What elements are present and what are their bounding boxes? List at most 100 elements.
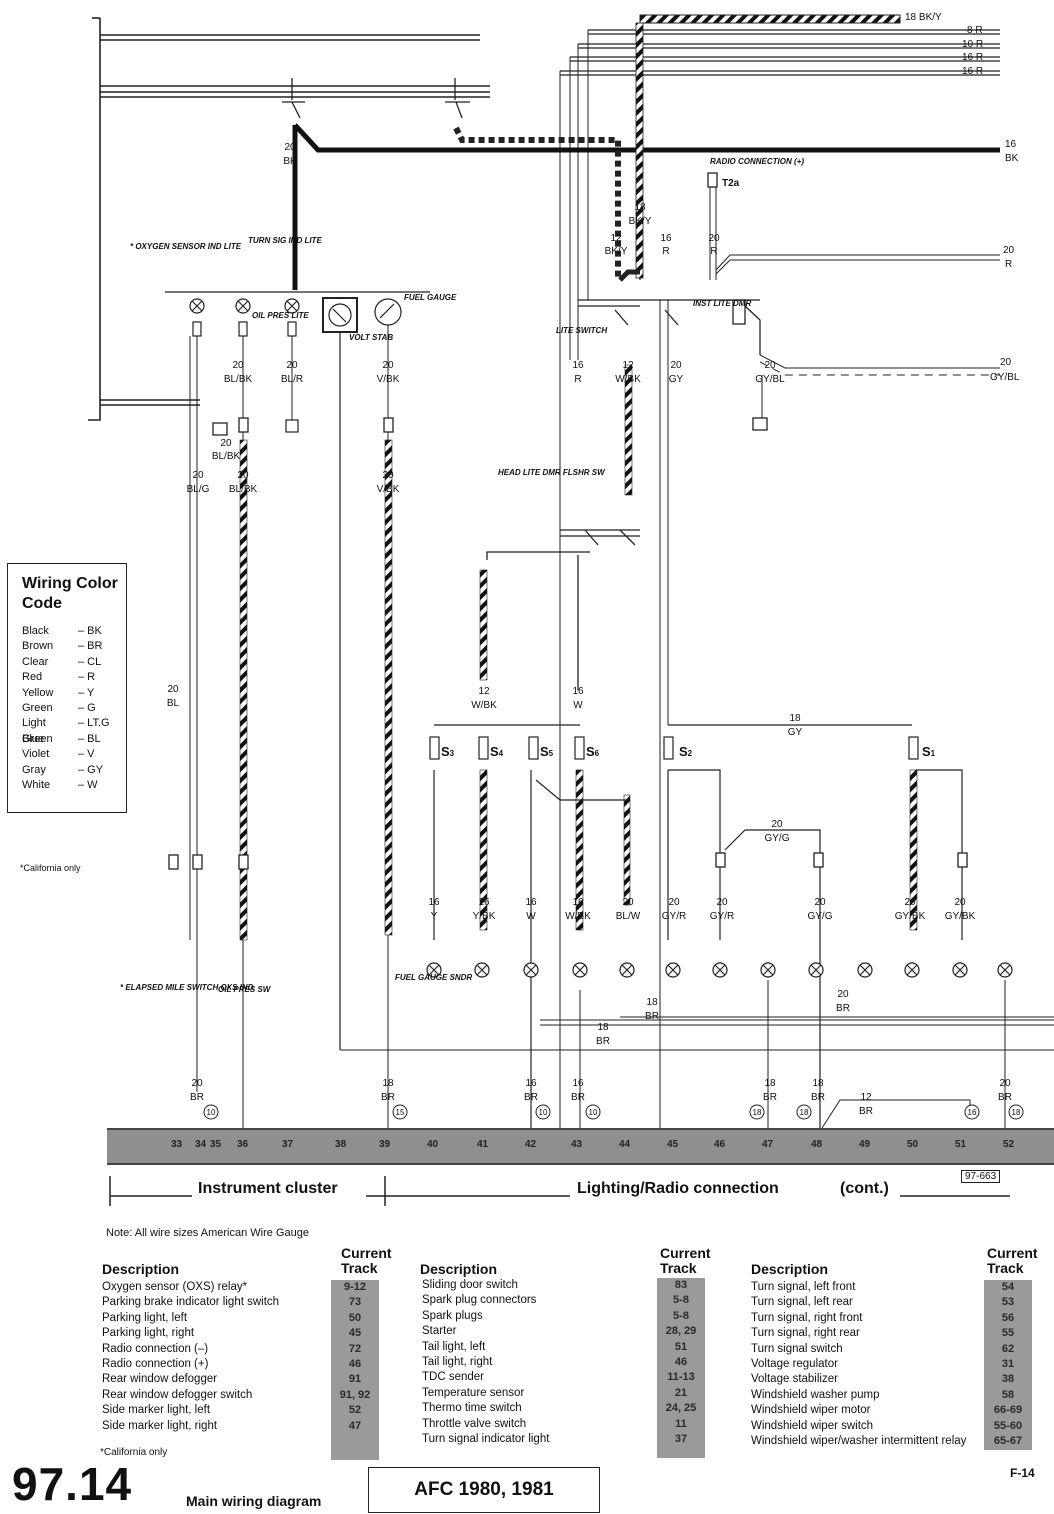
gy-bl-wire bbox=[759, 354, 1000, 418]
track-item: 47 bbox=[348, 1419, 362, 1432]
svg-text:W/BK: W/BK bbox=[615, 374, 641, 385]
lite-switch-label: LITE SWITCH bbox=[556, 326, 607, 335]
track-item: 54 bbox=[1001, 1281, 1015, 1293]
description-item: Starter bbox=[422, 1325, 457, 1338]
oil-pres-sw-label: OIL PRES SW bbox=[218, 985, 272, 994]
svg-text:BR: BR bbox=[571, 1092, 585, 1103]
description-item: Spark plug connectors bbox=[422, 1294, 537, 1307]
description-item: Turn signal, right rear bbox=[751, 1327, 860, 1340]
color-code-row: Yellow– Y bbox=[22, 686, 126, 701]
fuse-bank bbox=[429, 724, 963, 1128]
track-item: 72 bbox=[348, 1342, 362, 1355]
color-abbrev: – Y bbox=[78, 686, 95, 699]
svg-text:20: 20 bbox=[814, 897, 826, 908]
svg-text:18: 18 bbox=[764, 1078, 776, 1089]
section-divider bbox=[109, 1176, 1010, 1206]
svg-text:18: 18 bbox=[646, 997, 658, 1008]
track-item: 55-60 bbox=[993, 1419, 1023, 1432]
wire-20gybl-gauge: 20 bbox=[1000, 357, 1012, 368]
track-item: 28, 29 bbox=[665, 1325, 697, 1338]
color-abbrev: – LT.G bbox=[78, 717, 110, 730]
svg-text:18: 18 bbox=[800, 1108, 809, 1117]
svg-text:18: 18 bbox=[1012, 1108, 1021, 1117]
svg-text:R: R bbox=[710, 246, 717, 257]
svg-text:S6: S6 bbox=[586, 744, 600, 759]
svg-text:10: 10 bbox=[589, 1108, 598, 1117]
bus-track-number: 33 bbox=[171, 1139, 183, 1150]
color-name: Green bbox=[22, 701, 53, 714]
col1-desc-header: Description bbox=[102, 1261, 180, 1277]
description-item: Windshield wiper motor bbox=[751, 1404, 871, 1417]
elapsed-label: * ELAPSED MILE SWITCH OXS IND bbox=[120, 983, 254, 992]
col2-track-header: Current Track bbox=[660, 1245, 711, 1276]
svg-text:20: 20 bbox=[622, 897, 634, 908]
bus-track-number: 49 bbox=[859, 1139, 871, 1150]
bus-track-number: 41 bbox=[477, 1139, 489, 1150]
svg-text:20: 20 bbox=[716, 897, 728, 908]
lamp-oil bbox=[235, 298, 251, 337]
wire-label-top-1: 8 R bbox=[967, 25, 983, 36]
track-item: 46 bbox=[348, 1358, 362, 1371]
track-item: 21 bbox=[674, 1386, 688, 1399]
oil-pres-label: OIL PRES LITE bbox=[252, 311, 309, 320]
track-item: 9-12 bbox=[343, 1281, 367, 1293]
description-item: Oxygen sensor (OXS) relay* bbox=[102, 1281, 248, 1293]
lamp-turn bbox=[284, 298, 300, 337]
svg-text:20: 20 bbox=[167, 684, 179, 695]
col3-desc-header: Description bbox=[751, 1261, 829, 1277]
head-lite-label: HEAD LITE DMR FLSHR SW bbox=[498, 468, 606, 477]
bus-track-number: 36 bbox=[237, 1139, 249, 1150]
description-item: Radio connection (+) bbox=[102, 1358, 209, 1371]
svg-text:GY/BK: GY/BK bbox=[895, 911, 926, 922]
svg-text:GY/G: GY/G bbox=[807, 911, 832, 922]
svg-text:BL/BK: BL/BK bbox=[212, 451, 241, 462]
description-item: Parking light, left bbox=[102, 1311, 188, 1324]
svg-text:GY/BK: GY/BK bbox=[945, 911, 976, 922]
bus-track-number: 50 bbox=[907, 1139, 919, 1150]
col1-track-header: Current Track bbox=[341, 1245, 392, 1276]
svg-text:BL/G: BL/G bbox=[187, 484, 210, 495]
color-code-row: Green– G bbox=[22, 701, 126, 716]
description-item: Voltage stabilizer bbox=[751, 1373, 838, 1386]
track-item: 65-67 bbox=[993, 1435, 1023, 1448]
svg-text:BL/BK: BL/BK bbox=[229, 484, 258, 495]
svg-text:GY/BL: GY/BL bbox=[755, 374, 785, 385]
svg-text:V/BK: V/BK bbox=[377, 484, 400, 495]
track-item: 46 bbox=[674, 1356, 688, 1369]
svg-text:Y/BK: Y/BK bbox=[473, 911, 496, 922]
svg-text:12: 12 bbox=[478, 686, 490, 697]
awg-note: Note: All wire sizes American Wire Gauge bbox=[106, 1227, 309, 1239]
bus-track-number: 40 bbox=[427, 1139, 439, 1150]
svg-text:BR: BR bbox=[763, 1092, 777, 1103]
bus-track-number: 47 bbox=[762, 1139, 774, 1150]
svg-text:20: 20 bbox=[192, 470, 204, 481]
component-labels: RADIO CONNECTION (+) T2a * OXYGEN SENSOR… bbox=[120, 157, 804, 994]
col2-desc-header: Description bbox=[420, 1261, 498, 1277]
wire-16bk-color: BK bbox=[1005, 153, 1019, 164]
color-name: Clear bbox=[22, 655, 49, 668]
description-item: Spark plugs bbox=[422, 1309, 483, 1322]
volt-stab-label: VOLT STAB bbox=[349, 333, 393, 342]
svg-text:BK/Y: BK/Y bbox=[605, 246, 628, 257]
wire-label-top-0: 18 BK/Y bbox=[905, 12, 942, 23]
description-item: TDC sender bbox=[422, 1371, 484, 1384]
svg-text:BR: BR bbox=[836, 1003, 850, 1014]
svg-text:GY: GY bbox=[788, 727, 803, 738]
volt-stabilizer bbox=[322, 297, 358, 1050]
track-item: 83 bbox=[674, 1279, 688, 1291]
track-item: 45 bbox=[348, 1327, 362, 1340]
svg-text:BL/BK: BL/BK bbox=[224, 374, 253, 385]
color-code-row: Black– BK bbox=[22, 624, 126, 639]
wire-20gybl-color: GY/BL bbox=[990, 372, 1020, 383]
svg-text:20: 20 bbox=[904, 897, 916, 908]
wire-16bk bbox=[292, 123, 1000, 290]
description-item: Turn signal indicator light bbox=[422, 1433, 550, 1446]
description-item: Sliding door switch bbox=[422, 1279, 518, 1291]
svg-text:20: 20 bbox=[668, 897, 680, 908]
lite-switch bbox=[578, 187, 1000, 1128]
description-item: Turn signal, left front bbox=[751, 1281, 856, 1293]
